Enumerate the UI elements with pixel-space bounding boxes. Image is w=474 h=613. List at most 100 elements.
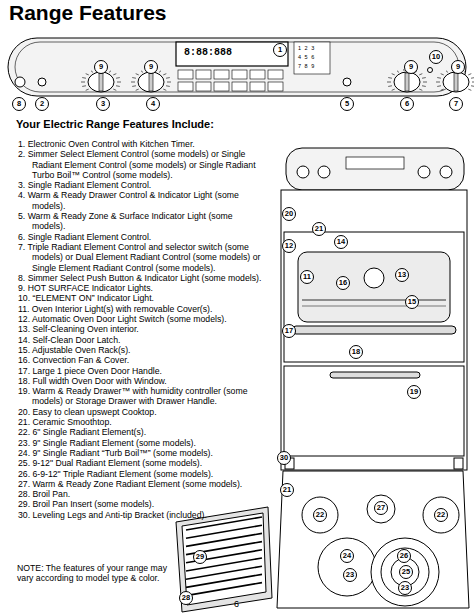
knob-tick <box>136 89 139 90</box>
broil-slat <box>186 525 262 538</box>
door-handle <box>292 326 456 334</box>
callout-number: 8 <box>12 97 26 111</box>
oven-button <box>196 70 211 79</box>
broil-pan-insert <box>182 513 266 605</box>
knob-tick <box>132 85 136 87</box>
callout-number: 12 <box>282 239 296 253</box>
feature-item: 22. 6" Single Radiant Element(s). <box>18 427 268 437</box>
knob-tick <box>86 89 89 90</box>
knob-tick <box>419 89 422 90</box>
indicator-light <box>38 78 46 86</box>
drawer-handle <box>330 372 420 378</box>
callout-number: 5 <box>340 97 354 111</box>
feature-item: 7. Triple Radiant Element Control and se… <box>18 242 268 273</box>
radiant-element <box>318 538 376 596</box>
feature-item: 15. Adjustable Oven Rack(s). <box>18 345 268 355</box>
feature-item: 3. Single Radiant Element Control. <box>18 180 268 190</box>
knob-tick <box>437 77 441 79</box>
knob-tick <box>141 71 143 73</box>
page-number: 6 <box>234 599 239 609</box>
feature-item: 5. Warm & Ready Zone & Surface Indicator… <box>18 211 268 232</box>
control-knob <box>138 72 164 92</box>
leveling-leg <box>454 458 463 469</box>
small-knob <box>318 166 330 178</box>
callout-number: 11 <box>300 270 314 284</box>
knob-tick <box>446 71 448 73</box>
callout-number: 29 <box>193 550 207 564</box>
oven-door <box>284 232 464 362</box>
callout-number: 9 <box>144 60 158 74</box>
oven-window <box>298 252 450 322</box>
callout-number: 13 <box>395 268 409 282</box>
feature-item: 6. Single Radiant Element Control. <box>18 232 268 242</box>
knob-grip <box>149 73 153 91</box>
feature-item: 10. “ELEMENT ON” Indicator Light. <box>18 293 268 303</box>
callout-number: 24 <box>340 549 354 563</box>
knob-tick <box>113 74 116 75</box>
knob-tick <box>132 77 136 79</box>
knob-tick <box>131 82 135 83</box>
callout-number: 18 <box>349 345 363 359</box>
keypad-digits: 1 2 3 <box>298 45 315 51</box>
page-title: Range Features <box>9 1 167 25</box>
callout-number: 7 <box>449 97 463 111</box>
broil-pan <box>176 507 272 612</box>
knob-tick <box>436 82 440 83</box>
knob-grip <box>405 73 409 91</box>
feature-item: 17. Large 1 piece Oven Door Handle. <box>18 366 268 376</box>
feature-item: 26. 6-9-12" Triple Radiant Element (some… <box>18 469 268 479</box>
oven-button <box>196 82 211 91</box>
feature-list: 1. Electronic Oven Control with Kitchen … <box>18 139 268 520</box>
broil-slat <box>186 533 262 546</box>
callout-number: 20 <box>282 207 296 221</box>
knob-tick <box>392 89 395 90</box>
knob-tick <box>471 85 474 87</box>
knob-tick <box>422 85 426 87</box>
control-panel-inner <box>15 42 459 92</box>
callout-number: 9 <box>404 60 418 74</box>
knob-tick <box>437 85 441 87</box>
knob-tick <box>81 82 85 83</box>
callout-number: 25 <box>399 565 413 579</box>
cooktop <box>277 471 469 608</box>
feature-item: 4. Warm & Ready Drawer Control & Indicat… <box>18 190 268 211</box>
oven-rack <box>302 306 446 307</box>
feature-item: 24. 9" Single Radiant “Turb Boil™” (some… <box>18 448 268 458</box>
callout-number: 23 <box>398 581 412 595</box>
callout-number: 21 <box>280 483 294 497</box>
feature-item: 14. Self-Clean Door Latch. <box>18 335 268 345</box>
oven-button <box>250 82 265 91</box>
knob-tick <box>388 85 392 87</box>
feature-item: 13. Self-Cleaning Oven interior. <box>18 324 268 334</box>
oven-button <box>214 82 229 91</box>
feature-item: 8. Simmer Select Push Button & Indicator… <box>18 273 268 283</box>
knob-tick <box>423 82 427 83</box>
callout-number: 26 <box>397 549 411 563</box>
note-text: NOTE: The features of your range may var… <box>17 563 169 584</box>
knob-tick <box>388 77 392 79</box>
knob-grip <box>454 73 458 91</box>
callout-number: 27 <box>374 501 388 515</box>
knob-tick <box>166 77 170 79</box>
knob-tick <box>397 71 399 73</box>
keypad-digits: 4 5 6 <box>298 54 315 60</box>
oven-button <box>268 70 283 79</box>
warm-zone-element <box>367 495 395 523</box>
callout-number: 30 <box>277 451 291 465</box>
feature-item: 18. Full width Oven Door with Window. <box>18 376 268 386</box>
knob-tick <box>166 85 170 87</box>
callout-number: 28 <box>179 591 193 605</box>
push-button <box>15 77 25 87</box>
indicator-light <box>343 78 351 86</box>
radiant-element-ring <box>381 548 429 596</box>
knob-tick <box>159 71 161 73</box>
feature-item: 20. Easy to clean upswept Cooktop. <box>18 407 268 417</box>
oven-button <box>178 70 193 79</box>
oven-button <box>268 82 283 91</box>
knob-tick <box>441 74 444 75</box>
oven-button <box>232 70 247 79</box>
convection-fan <box>364 268 384 288</box>
knob-tick <box>167 82 171 83</box>
callout-number: 10 <box>429 50 443 64</box>
